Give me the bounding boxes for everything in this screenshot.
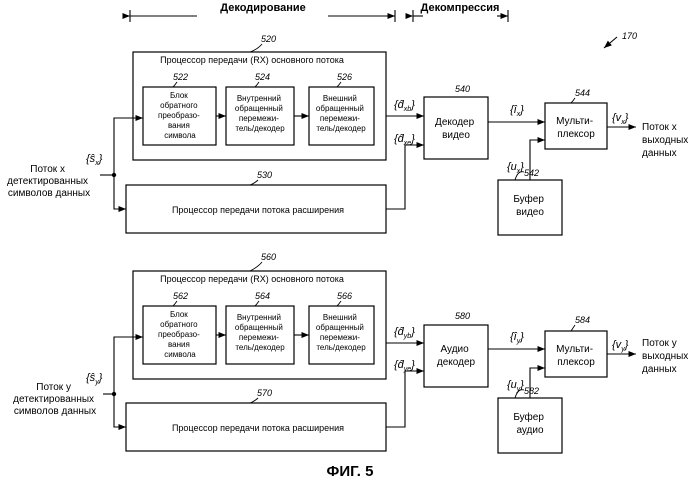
ref-526: 526 bbox=[337, 72, 352, 82]
section-headers: Декодирование Декомпрессия bbox=[130, 2, 508, 22]
signal-s-y: {ŝy} bbox=[86, 372, 103, 386]
signal-d-xe: {d̂xe} bbox=[394, 133, 415, 147]
top-chain: 520 Процессор передачи (RX) основного по… bbox=[7, 34, 691, 235]
figure-ref-number: 170 bbox=[622, 31, 637, 41]
ref-570: 570 bbox=[257, 388, 272, 398]
bottom-chain: 560 Процессор передачи (RX) основного по… bbox=[13, 252, 691, 453]
ref-564: 564 bbox=[255, 291, 270, 301]
inner-deinterleaver-label: Внутренний обращенный перемежи- тель/дек… bbox=[235, 94, 285, 133]
ref-524: 524 bbox=[255, 72, 270, 82]
ref-560: 560 bbox=[261, 252, 276, 262]
signal-v-y: {vy} bbox=[612, 339, 629, 353]
extension-processor-title-bottom: Процессор передачи потока расширения bbox=[172, 423, 344, 433]
ref-580: 580 bbox=[455, 311, 470, 321]
ref-544: 544 bbox=[575, 88, 590, 98]
signal-d-yb: {d̂yb} bbox=[394, 326, 415, 340]
header-decoding: Декодирование bbox=[220, 2, 305, 14]
figure-caption: ФИГ. 5 bbox=[327, 463, 374, 480]
signal-i-y: {îy} bbox=[510, 331, 524, 345]
signal-i-x: {îx} bbox=[510, 104, 524, 118]
inner-deinterleaver-label-bottom: Внутренний обращенный перемежи- тель/дек… bbox=[235, 313, 285, 352]
rx-processor-title: Процессор передачи (RX) основного потока bbox=[160, 55, 344, 65]
output-stream-y-label: Поток y выходных данных bbox=[642, 338, 691, 375]
signal-u-y: {uy} bbox=[507, 379, 524, 393]
header-decompression: Декомпрессия bbox=[421, 2, 500, 14]
ref-582: 582 bbox=[524, 386, 539, 396]
ref-540: 540 bbox=[455, 84, 470, 94]
input-stream-y-label: Поток y детектированных символов данных bbox=[13, 382, 97, 417]
signal-d-xb: {d̂xb} bbox=[394, 99, 415, 113]
input-stream-x-label: Поток x детектированных символов данных bbox=[7, 164, 91, 199]
figure-reference: 170 bbox=[604, 31, 637, 48]
signal-v-x: {vx} bbox=[612, 112, 629, 126]
ref-522: 522 bbox=[173, 72, 188, 82]
signal-d-ye: {d̂ye} bbox=[394, 359, 415, 373]
ref-542: 542 bbox=[524, 168, 539, 178]
audio-decoder-580 bbox=[424, 325, 488, 387]
signal-u-x: {ux} bbox=[507, 161, 524, 175]
ref-584: 584 bbox=[575, 315, 590, 325]
ref-566: 566 bbox=[337, 291, 352, 301]
ref-530: 530 bbox=[257, 170, 272, 180]
ref-520: 520 bbox=[261, 34, 276, 44]
outer-deinterleaver-label: Внешний обращенный перемежи- тель/декоде… bbox=[316, 94, 366, 133]
signal-s-x: {ŝx} bbox=[86, 153, 103, 167]
output-stream-x-label: Поток x выходных данных bbox=[642, 122, 691, 159]
rx-processor-title-bottom: Процессор передачи (RX) основного потока bbox=[160, 274, 344, 284]
outer-deinterleaver-label-bottom: Внешний обращенный перемежи- тель/декоде… bbox=[316, 313, 366, 352]
extension-processor-title: Процессор передачи потока расширения bbox=[172, 205, 344, 215]
video-decoder-540 bbox=[424, 97, 488, 159]
ref-562: 562 bbox=[173, 291, 188, 301]
